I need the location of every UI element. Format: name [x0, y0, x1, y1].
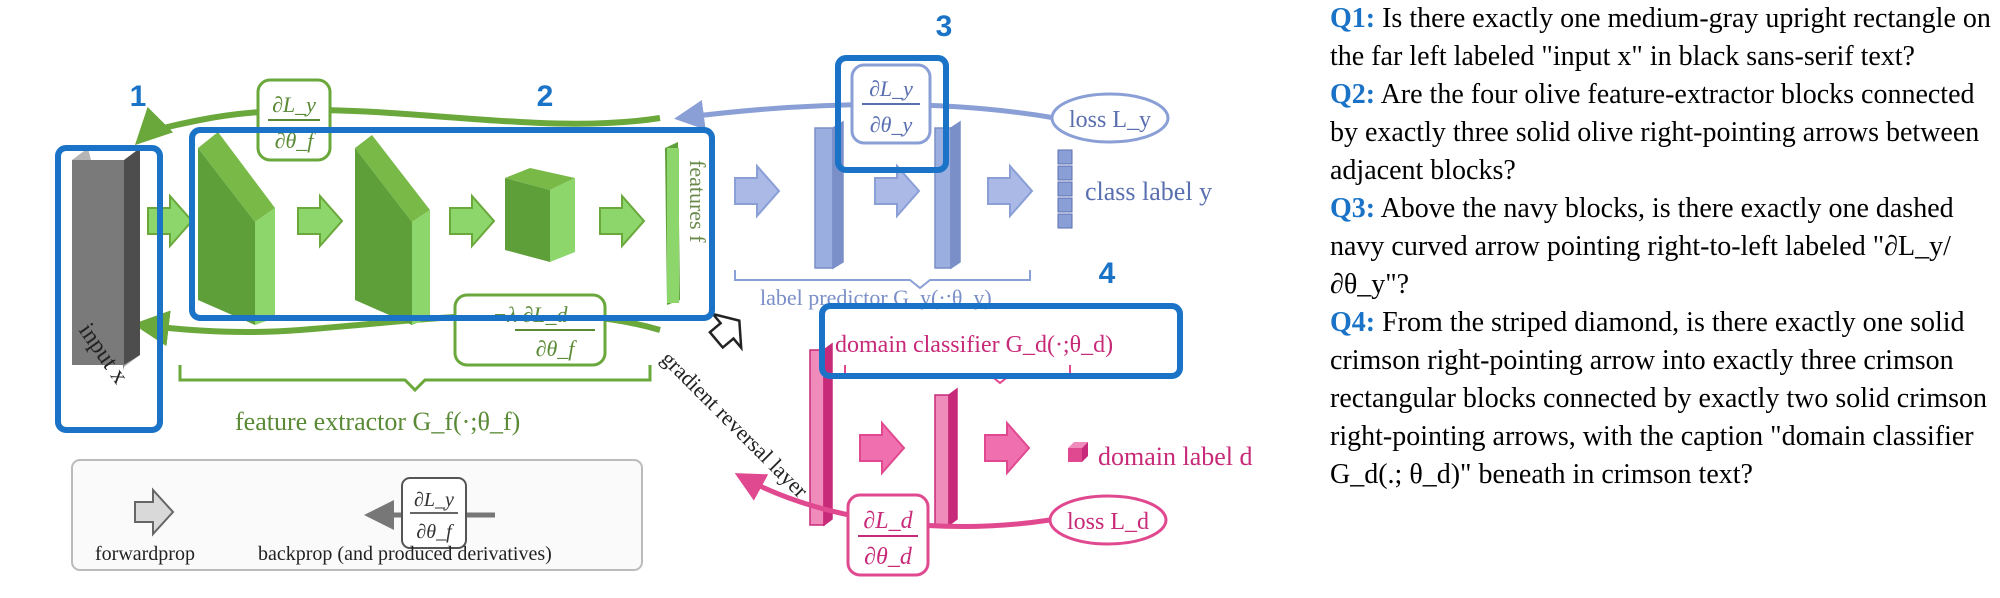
- deriv-y-num: ∂L_y: [869, 76, 913, 101]
- diagram-canvas: input x features f feature extractor G_f…: [55, 10, 1253, 577]
- neg-lambda-den: ∂θ_f: [536, 336, 578, 361]
- question-1: Q1: Is there exactly one medium-gray upr…: [1330, 0, 1995, 76]
- feature-extractor-label: feature extractor G_f(·;θ_f): [235, 407, 520, 436]
- callout-4: 4: [1099, 257, 1116, 290]
- fe-arrow-2: [449, 193, 496, 249]
- question-2-text: Are the four olive feature-extractor blo…: [1330, 79, 1980, 186]
- deriv-d-num: ∂L_d: [863, 508, 913, 534]
- loss-d-label: loss L_d: [1067, 509, 1149, 535]
- class-label: class label y: [1085, 177, 1212, 206]
- lp-block-2: [934, 120, 961, 270]
- fe-block-3: [505, 168, 575, 262]
- legend-backprop-label: backprop (and produced derivatives): [258, 543, 552, 565]
- fe-arrow-3: [599, 193, 646, 249]
- highlight-box-4: [819, 303, 1183, 379]
- question-1-label: Q1:: [1330, 3, 1376, 34]
- loss-y-label: loss L_y: [1069, 107, 1151, 133]
- lp-brace: [734, 270, 1031, 290]
- question-1-text: Is there exactly one medium-gray upright…: [1330, 3, 1991, 72]
- fe-block-2: [355, 135, 430, 325]
- lp-arrow-2: [987, 163, 1034, 219]
- loss-y-ellipse: [1050, 92, 1170, 144]
- question-3-text: Above the navy blocks, is there exactly …: [1330, 193, 1954, 300]
- highlight-box-1: [55, 145, 163, 433]
- question-3: Q3: Above the navy blocks, is there exac…: [1330, 190, 1995, 304]
- highlight-box-3: [835, 55, 949, 173]
- fe-arrow-1: [297, 193, 344, 249]
- question-panel: Q1: Is there exactly one medium-gray upr…: [1330, 0, 1995, 598]
- highlight-box-2: [189, 127, 715, 321]
- features-label: features f: [685, 160, 710, 243]
- dc-block-1: [809, 342, 833, 527]
- question-4: Q4: From the striped diamond, is there e…: [1330, 304, 1995, 494]
- fe-arrow-0: [147, 193, 194, 249]
- lp-arrow-0: [734, 163, 781, 219]
- grl-label: gradient reversal layer: [656, 346, 813, 503]
- grl-arrow: [708, 311, 743, 352]
- deriv-d-den: ∂θ_d: [864, 544, 913, 570]
- loss-d-ellipse: [1048, 494, 1168, 546]
- legend-box: [71, 459, 643, 571]
- legend-forward-label: forwardprop: [95, 543, 195, 565]
- question-4-text: From the striped diamond, is there exact…: [1330, 307, 1988, 490]
- callout-3: 3: [936, 10, 953, 43]
- dc-arrow-0: [859, 420, 906, 476]
- dc-output: [1068, 442, 1088, 462]
- domain-classifier-label: domain classifier G_d(·;θ_d): [835, 332, 1113, 358]
- lp-output: [1057, 149, 1073, 229]
- legend-deriv-num: ∂L_y: [414, 489, 454, 511]
- lp-arrow-1: [874, 163, 921, 219]
- fe-brace: [178, 365, 652, 393]
- question-3-label: Q3:: [1330, 193, 1376, 224]
- question-2: Q2: Are the four olive feature-extractor…: [1330, 76, 1995, 190]
- callout-2: 2: [537, 80, 554, 113]
- deriv-y-den: ∂θ_y: [870, 112, 913, 137]
- domain-label: domain label d: [1098, 442, 1253, 471]
- input-block: [72, 148, 140, 370]
- question-2-label: Q2:: [1330, 79, 1376, 110]
- callout-1: 1: [130, 80, 147, 113]
- deriv-f-num: ∂L_y: [272, 92, 316, 117]
- dc-arrow-1: [984, 420, 1031, 476]
- legend-forward-icon: [134, 487, 175, 537]
- fe-block-1: [198, 132, 275, 325]
- legend-deriv-den: ∂θ_f: [416, 521, 454, 543]
- dc-block-2: [934, 387, 958, 527]
- neg-lambda-num: −λ ∂L_d: [493, 302, 569, 327]
- fe-block-4: [665, 142, 680, 305]
- question-4-label: Q4:: [1330, 307, 1376, 338]
